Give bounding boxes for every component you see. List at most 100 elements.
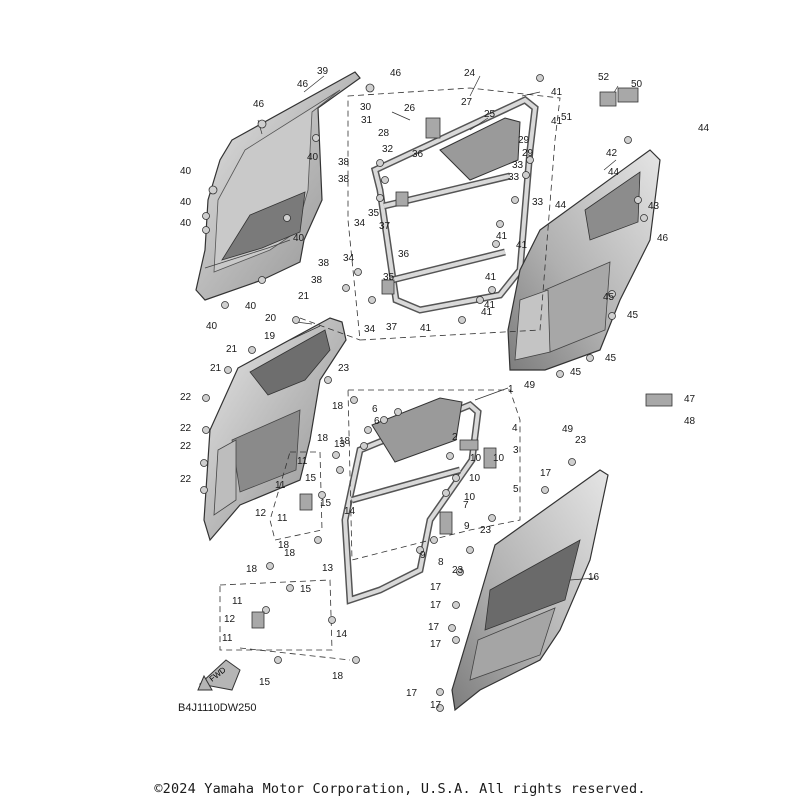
callout-labels: 1234567891011121314151617181920212223242…: [180, 66, 710, 711]
callout-17: 17: [430, 639, 442, 650]
assembly-boundaries: [219, 87, 561, 661]
callout-34: 34: [364, 324, 376, 335]
callout-38: 38: [311, 275, 323, 286]
callout-33: 33: [512, 160, 524, 171]
callout-10: 10: [493, 453, 505, 464]
callout-52: 52: [598, 72, 610, 83]
callout-9: 9: [420, 550, 426, 561]
callout-20: 20: [265, 313, 277, 324]
callout-18: 18: [317, 433, 329, 444]
diagram-code: B4J1110DW250: [178, 702, 257, 714]
callout-41: 41: [551, 87, 563, 98]
callout-40: 40: [245, 301, 257, 312]
callout-10: 10: [470, 453, 482, 464]
callout-41: 41: [551, 116, 563, 127]
callout-42: 42: [606, 148, 618, 159]
callout-12: 12: [224, 614, 236, 625]
callout-22: 22: [180, 441, 192, 452]
callout-21: 21: [210, 363, 222, 374]
callout-11: 11: [297, 456, 308, 467]
callout-45: 45: [570, 367, 582, 378]
callout-44: 44: [608, 167, 620, 178]
callout-38: 38: [338, 157, 350, 168]
callout-4: 4: [512, 423, 518, 434]
callout-19: 19: [264, 331, 276, 342]
callout-46: 46: [297, 79, 309, 90]
callout-23: 23: [575, 435, 587, 446]
callout-40: 40: [206, 321, 218, 332]
callout-37: 37: [386, 322, 398, 333]
callout-18: 18: [332, 671, 344, 682]
copyright-notice: ©2024 Yamaha Motor Corporation, U.S.A. A…: [154, 781, 646, 797]
callout-26: 26: [404, 103, 416, 114]
callout-15: 15: [320, 498, 332, 509]
callout-39: 39: [317, 66, 329, 77]
lower-door-frame: [341, 397, 482, 605]
callout-48: 48: [684, 416, 696, 427]
callout-50: 50: [631, 79, 643, 90]
callout-40: 40: [180, 197, 192, 208]
callout-23: 23: [452, 565, 464, 576]
callout-21: 21: [298, 291, 310, 302]
callout-49: 49: [524, 380, 536, 391]
fwd-arrow-icon: FWD: [197, 659, 241, 691]
brackets: [251, 87, 673, 629]
callout-9: 9: [464, 521, 470, 532]
callout-16: 16: [588, 572, 600, 583]
callout-2: 2: [452, 432, 458, 443]
upper-right-door-panel: [507, 149, 661, 371]
callout-46: 46: [390, 68, 402, 79]
callout-35: 35: [383, 272, 395, 283]
callout-22: 22: [180, 474, 192, 485]
callout-23: 23: [480, 525, 492, 536]
callout-17: 17: [540, 468, 552, 479]
callout-23: 23: [338, 363, 350, 374]
callout-11: 11: [232, 596, 243, 607]
callout-17: 17: [428, 622, 440, 633]
callout-3: 3: [513, 445, 519, 456]
callout-18: 18: [246, 564, 258, 575]
callout-21: 21: [226, 344, 238, 355]
callout-40: 40: [293, 233, 305, 244]
callout-29: 29: [522, 148, 534, 159]
callout-40: 40: [307, 152, 319, 163]
callout-15: 15: [259, 677, 271, 688]
callout-18: 18: [278, 540, 290, 551]
callout-27: 27: [461, 97, 473, 108]
callout-41: 41: [516, 240, 528, 251]
callout-44: 44: [555, 200, 567, 211]
callout-1: 1: [508, 384, 514, 395]
callout-38: 38: [318, 258, 330, 269]
callout-7: 7: [463, 500, 469, 511]
callout-35: 35: [368, 208, 380, 219]
callout-8: 8: [438, 557, 444, 568]
callout-22: 22: [180, 392, 192, 403]
fasteners: [200, 74, 648, 712]
callout-22: 22: [180, 423, 192, 434]
callout-46: 46: [657, 233, 669, 244]
callout-44: 44: [698, 123, 710, 134]
callout-13: 13: [322, 563, 334, 574]
callout-17: 17: [430, 600, 442, 611]
callout-14: 14: [336, 629, 348, 640]
callout-18: 18: [339, 436, 351, 447]
callout-45: 45: [605, 353, 617, 364]
callout-12: 12: [255, 508, 267, 519]
callout-41: 41: [481, 307, 493, 318]
callout-24: 24: [464, 68, 476, 79]
callout-18: 18: [332, 401, 344, 412]
callout-18: 18: [284, 548, 296, 559]
callout-41: 41: [496, 231, 508, 242]
callout-11: 11: [277, 513, 288, 524]
callout-33: 33: [508, 172, 520, 183]
callout-17: 17: [406, 688, 418, 699]
callout-33: 33: [532, 197, 544, 208]
callout-51: 51: [561, 112, 573, 123]
callout-25: 25: [484, 109, 496, 120]
callout-32: 32: [382, 144, 394, 155]
callout-36: 36: [412, 149, 424, 160]
callout-15: 15: [300, 584, 312, 595]
callout-45: 45: [627, 310, 639, 321]
callout-43: 43: [648, 201, 660, 212]
